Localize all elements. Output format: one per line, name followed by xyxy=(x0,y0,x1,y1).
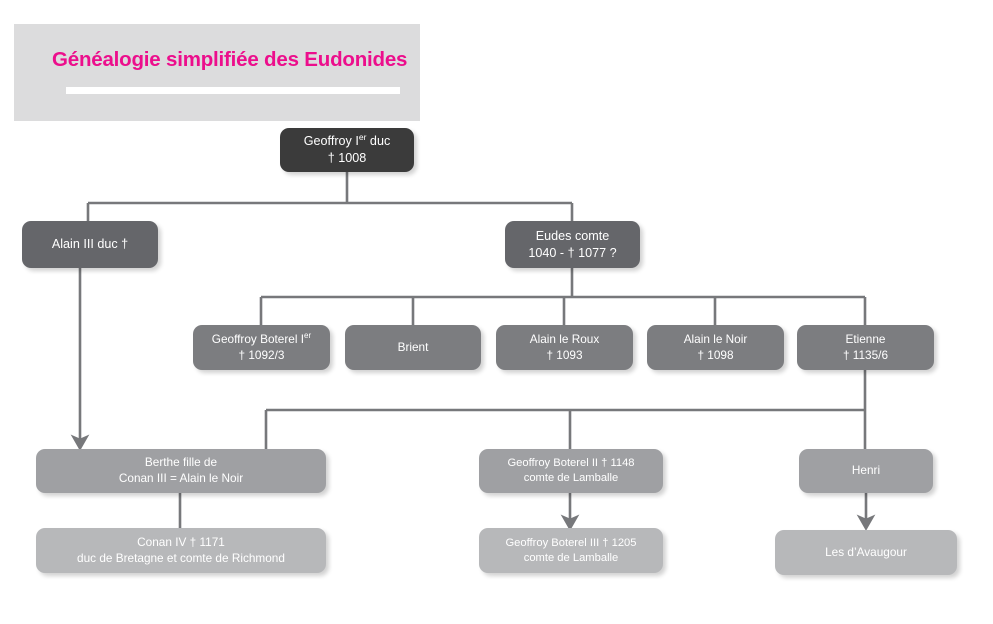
node-geoffroy-boterel-iii-line-2: comte de Lamballe xyxy=(523,551,619,564)
node-etienne-line-2: † 1135/6 xyxy=(842,347,889,362)
node-brient-line-1: Brient xyxy=(397,339,429,354)
node-geoffroy-i-line-2: † 1008 xyxy=(327,151,367,165)
node-alain-le-noir[interactable]: Alain le Noir † 1098 xyxy=(647,325,784,370)
node-eudes-line-2: 1040 - † 1077 ? xyxy=(528,245,617,260)
node-alain-le-roux-line-1: Alain le Roux xyxy=(529,331,600,346)
node-geoffroy-boterel-ii-line-1: Geoffroy Boterel II † 1148 xyxy=(507,457,635,470)
node-eudes[interactable]: Eudes comte 1040 - † 1077 ? xyxy=(505,221,640,268)
node-les-davaugour-line-1: Les d’Avaugour xyxy=(825,544,907,559)
node-geoffroy-boterel-iii[interactable]: Geoffroy Boterel III † 1205 comte de Lam… xyxy=(479,528,663,573)
title-underline-rule xyxy=(66,87,400,94)
node-etienne[interactable]: Etienne † 1135/6 xyxy=(797,325,934,370)
node-etienne-line-1: Etienne xyxy=(845,331,886,346)
title-panel: Généalogie simplifiée des Eudonides xyxy=(14,24,420,121)
page-title: Généalogie simplifiée des Eudonides xyxy=(52,48,408,71)
ordinal-superscript: er xyxy=(358,132,367,143)
node-geoffroy-i-line-1: Geoffroy Ier duc xyxy=(303,132,391,149)
node-brient[interactable]: Brient xyxy=(345,325,481,370)
node-geoffroy-boterel-ii-line-2: comte de Lamballe xyxy=(523,472,619,484)
ordinal-superscript: er xyxy=(304,331,312,341)
node-henri[interactable]: Henri xyxy=(799,449,933,493)
node-berthe[interactable]: Berthe fille de Conan III = Alain le Noi… xyxy=(36,449,326,493)
node-geoffroy-boterel-iii-line-1: Geoffroy Boterel III † 1205 xyxy=(505,536,637,549)
node-geoffroy-i[interactable]: Geoffroy Ier duc † 1008 xyxy=(280,128,414,172)
node-geoffroy-boterel-i-line-1: Geoffroy Boterel Ier xyxy=(211,331,312,346)
node-geoffroy-boterel-i[interactable]: Geoffroy Boterel Ier † 1092/3 xyxy=(193,325,330,370)
node-alain-le-roux-line-2: † 1093 xyxy=(546,347,583,362)
node-geoffroy-boterel-i-line-2: † 1092/3 xyxy=(238,347,285,362)
node-alain-iii-line-1: Alain III duc † xyxy=(51,237,129,252)
node-conan-iv-line-2: duc de Bretagne et comte de Richmond xyxy=(77,550,285,565)
node-alain-le-roux[interactable]: Alain le Roux † 1093 xyxy=(496,325,633,370)
node-alain-le-noir-line-1: Alain le Noir xyxy=(683,331,748,346)
node-eudes-line-1: Eudes comte xyxy=(535,228,610,243)
node-les-davaugour[interactable]: Les d’Avaugour xyxy=(775,530,957,575)
node-berthe-line-2: Conan III = Alain le Noir xyxy=(118,471,244,485)
node-conan-iv[interactable]: Conan IV † 1171 duc de Bretagne et comte… xyxy=(36,528,326,573)
node-conan-iv-line-1: Conan IV † 1171 xyxy=(137,534,225,549)
node-alain-le-noir-line-2: † 1098 xyxy=(697,347,734,362)
node-henri-line-1: Henri xyxy=(851,463,881,478)
node-geoffroy-boterel-ii[interactable]: Geoffroy Boterel II † 1148 comte de Lamb… xyxy=(479,449,663,493)
node-berthe-line-1: Berthe fille de xyxy=(144,455,218,470)
node-alain-iii[interactable]: Alain III duc † xyxy=(22,221,158,268)
